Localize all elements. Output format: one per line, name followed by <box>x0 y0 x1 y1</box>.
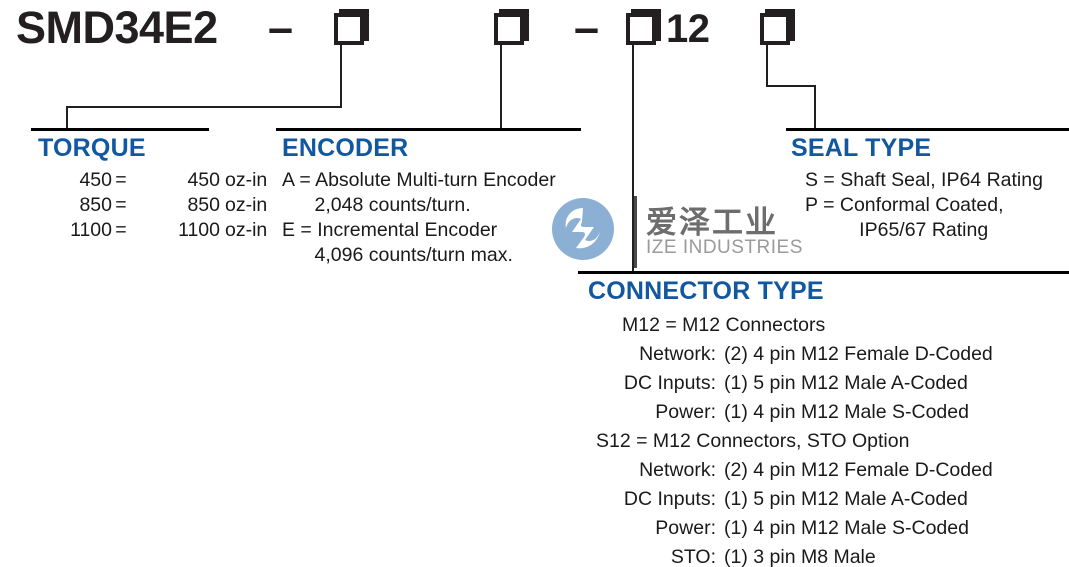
connector-row-label: Network: <box>639 459 716 481</box>
connector-group-m12: M12 = M12 Connectors Network: (2) 4 pin … <box>588 311 993 427</box>
watermark-divider <box>634 196 637 268</box>
torque-unit: oz-in <box>225 219 268 241</box>
leader-connector-v <box>632 45 634 273</box>
table-row: Power: (1) 4 pin M12 Male S-Coded <box>588 514 993 543</box>
table-row: Network: (2) 4 pin M12 Female D-Coded <box>588 340 993 369</box>
list-item: P = Conformal Coated, <box>805 194 1004 216</box>
torque-title: TORQUE <box>38 134 146 162</box>
connector-row-value: (1) 3 pin M8 Male <box>724 546 876 567</box>
connector-group-header: M12 = M12 Connectors <box>588 311 993 340</box>
connector-group-label: S12 = M12 Connectors, STO Option <box>596 430 910 452</box>
rule-encoder <box>276 128 581 131</box>
connector-row-label: DC Inputs: <box>623 488 716 510</box>
connector-code-box[interactable] <box>626 13 656 45</box>
section-encoder: ENCODER A = Absolute Multi-turn Encoder … <box>282 134 556 268</box>
leader-seal-h <box>766 85 816 87</box>
table-row: DC Inputs: (1) 5 pin M12 Male A-Coded <box>588 485 993 514</box>
table-row: 850 = 850 oz-in <box>38 193 267 218</box>
table-row: STO: (1) 3 pin M8 Male <box>588 543 993 567</box>
seal-code-box[interactable] <box>760 13 790 45</box>
torque-code: 1100 <box>70 219 112 241</box>
encoder-lines: A = Absolute Multi-turn Encoder 2,048 co… <box>282 168 556 268</box>
leader-torque-v2 <box>66 106 68 130</box>
connector-row-value: (2) 4 pin M12 Female D-Coded <box>724 459 993 481</box>
torque-code: 850 <box>79 194 112 216</box>
connector-group-label: M12 = M12 Connectors <box>622 314 826 336</box>
equals-sign: = <box>115 169 127 191</box>
connector-group-s12: S12 = M12 Connectors, STO Option Network… <box>588 427 993 567</box>
watermark-logo: 爱泽工业 IZE INDUSTRIES <box>552 196 802 268</box>
table-row: DC Inputs: (1) 5 pin M12 Male A-Coded <box>588 369 993 398</box>
connector-group-header: S12 = M12 Connectors, STO Option <box>588 427 993 456</box>
leader-seal-v2 <box>814 85 816 130</box>
connector-row-value: (1) 5 pin M12 Male A-Coded <box>724 488 968 510</box>
torque-value: 450 <box>187 169 220 191</box>
leader-seal-v1 <box>766 45 768 86</box>
list-item: 4,096 counts/turn max. <box>282 244 513 266</box>
dash-separator-1: – <box>268 2 293 53</box>
rule-seal <box>786 128 1069 131</box>
list-item: IP65/67 Rating <box>805 219 989 241</box>
torque-unit: oz-in <box>225 169 268 191</box>
list-item: 2,048 counts/turn. <box>282 194 471 216</box>
encoder-code-box[interactable] <box>494 13 524 45</box>
connector-row-label: STO: <box>670 546 716 567</box>
table-row: 1100 = 1100 oz-in <box>38 218 267 243</box>
table-row: Power: (1) 4 pin M12 Male S-Coded <box>588 398 993 427</box>
dash-separator-2: – <box>574 2 599 53</box>
connector-row-value: (1) 4 pin M12 Male S-Coded <box>724 517 969 539</box>
section-seal-type: SEAL TYPE S = Shaft Seal, IP64 Rating P … <box>791 134 1043 243</box>
torque-value: 850 <box>187 194 220 216</box>
torque-value: 1100 <box>178 219 220 241</box>
section-torque: TORQUE 450 = 450 oz-in 850 = 850 oz-in 1… <box>38 134 267 243</box>
equals-sign: = <box>115 194 127 216</box>
connector-type-title: CONNECTOR TYPE <box>588 277 824 305</box>
seal-type-title: SEAL TYPE <box>791 134 932 162</box>
table-row: 450 = 450 oz-in <box>38 168 267 193</box>
rule-torque <box>31 128 209 131</box>
list-item: A = Absolute Multi-turn Encoder <box>282 169 556 191</box>
seal-type-lines: S = Shaft Seal, IP64 Rating P = Conforma… <box>791 168 1043 243</box>
connector-row-value: (1) 5 pin M12 Male A-Coded <box>724 372 968 394</box>
model-prefix: SMD34E2 <box>16 2 218 53</box>
section-connector-type: CONNECTOR TYPE M12 = M12 Connectors Netw… <box>588 277 993 567</box>
leader-encoder-v <box>500 45 502 130</box>
connector-row-label: Network: <box>639 343 716 365</box>
torque-rows: 450 = 450 oz-in 850 = 850 oz-in 1100 = 1… <box>38 168 267 243</box>
torque-code: 450 <box>79 169 112 191</box>
list-item: S = Shaft Seal, IP64 Rating <box>805 169 1043 191</box>
encoder-title: ENCODER <box>282 134 409 162</box>
torque-unit: oz-in <box>225 194 268 216</box>
connector-row-value: (2) 4 pin M12 Female D-Coded <box>724 343 993 365</box>
connector-row-label: Power: <box>655 517 716 539</box>
watermark-english-text: IZE INDUSTRIES <box>646 237 803 258</box>
list-item: E = Incremental Encoder <box>282 219 498 241</box>
connector-suffix-12: 12 <box>666 7 710 51</box>
leader-torque-h <box>66 106 342 108</box>
connector-row-label: DC Inputs: <box>623 372 716 394</box>
table-row: Network: (2) 4 pin M12 Female D-Coded <box>588 456 993 485</box>
connector-row-value: (1) 4 pin M12 Male S-Coded <box>724 401 969 423</box>
torque-code-box[interactable] <box>334 13 364 45</box>
ize-industries-logo-icon <box>552 198 614 260</box>
rule-connector <box>578 271 1069 274</box>
connector-row-label: Power: <box>655 401 716 423</box>
watermark-chinese-text: 爱泽工业 <box>646 205 778 241</box>
equals-sign: = <box>115 219 127 241</box>
leader-torque-v1 <box>340 45 342 108</box>
